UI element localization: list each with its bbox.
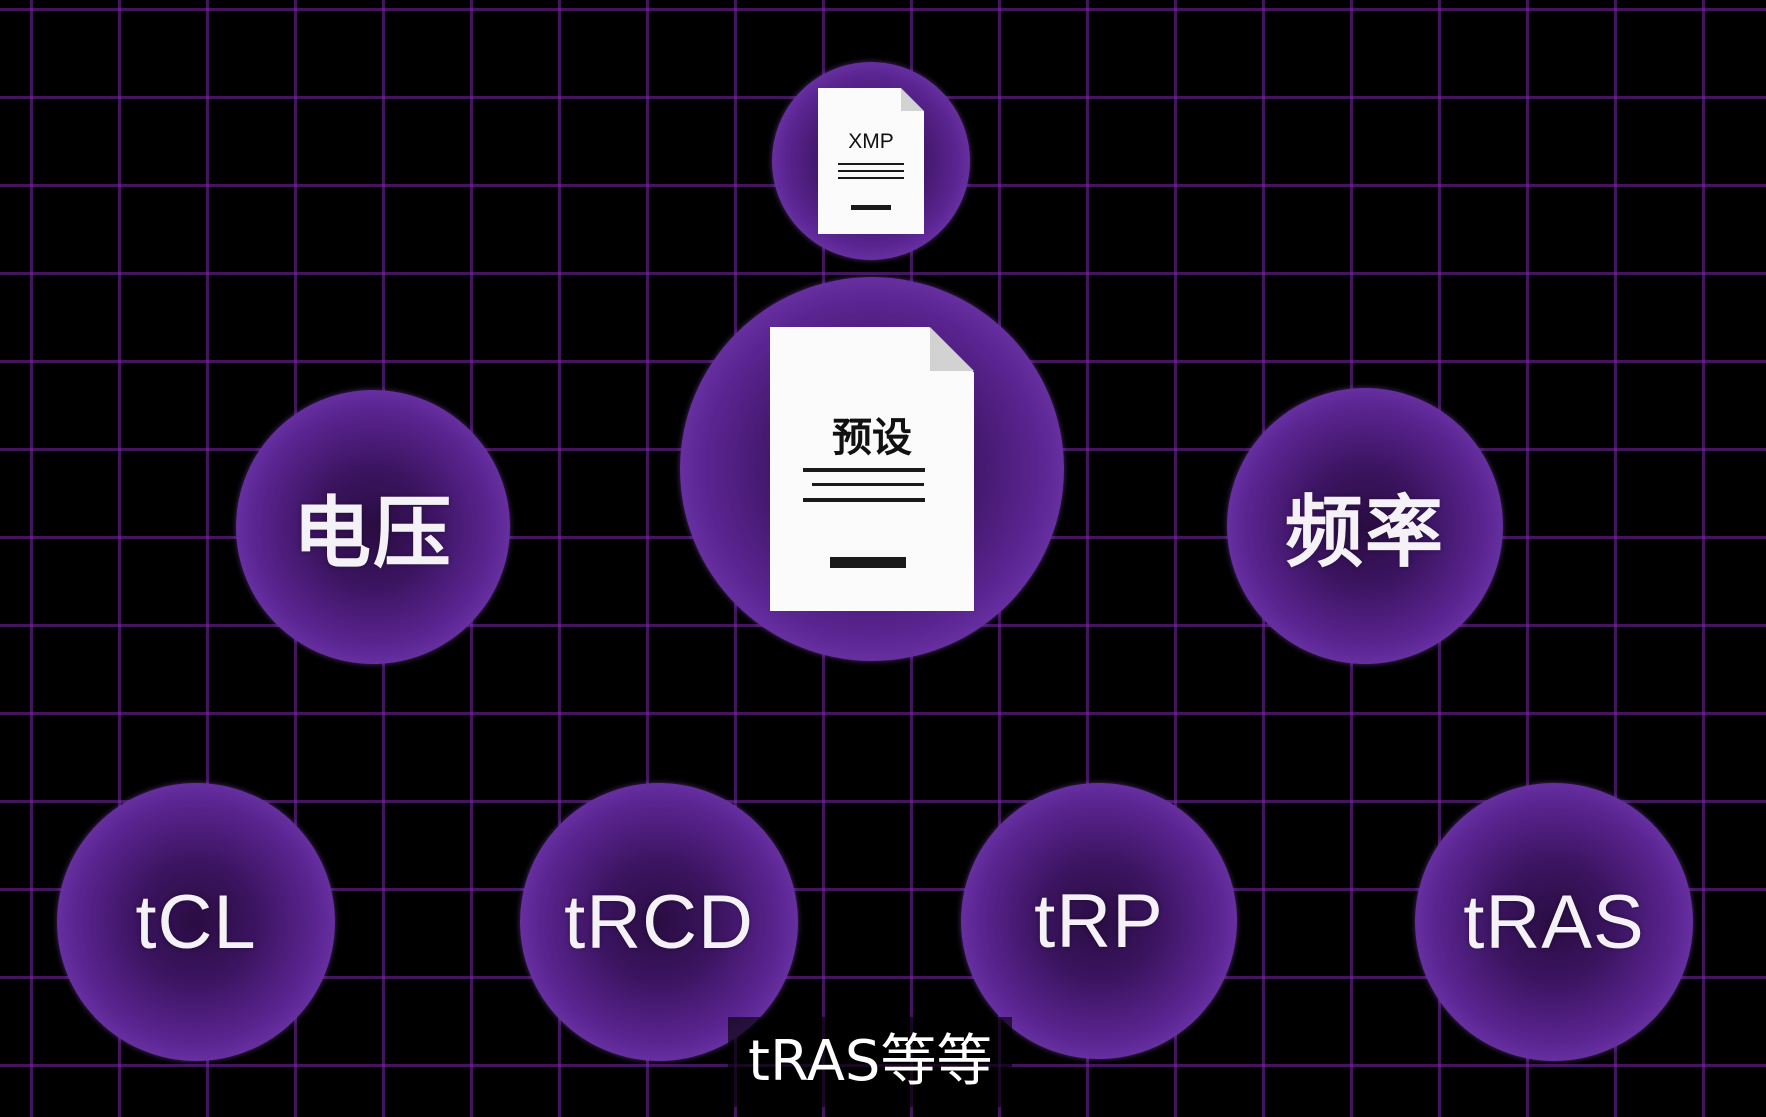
trcd-label: tRCD <box>564 879 754 965</box>
voltage-label: 电压 <box>292 489 453 579</box>
frequency-node: 频率 <box>1227 388 1503 664</box>
xmp-document-icon: XMP <box>818 88 924 234</box>
tras-label: tRAS <box>1463 879 1645 965</box>
subtitle-caption: tRAS等等 <box>728 1017 1013 1107</box>
tcl-node: tCL <box>57 783 335 1061</box>
trp-label: tRP <box>1034 878 1164 964</box>
preset-doc-title: 预设 <box>832 415 912 461</box>
tras-node: tRAS <box>1415 783 1693 1061</box>
xmp-doc-title: XMP <box>848 130 894 153</box>
xmp-node: XMP <box>772 62 970 260</box>
tcl-label: tCL <box>135 879 257 965</box>
voltage-node: 电压 <box>236 390 510 664</box>
preset-node: 预设 <box>680 277 1064 661</box>
trp-node: tRP <box>961 783 1237 1059</box>
trcd-node: tRCD <box>520 783 798 1061</box>
preset-document-icon: 预设 <box>770 327 974 611</box>
frequency-label: 频率 <box>1284 488 1445 578</box>
